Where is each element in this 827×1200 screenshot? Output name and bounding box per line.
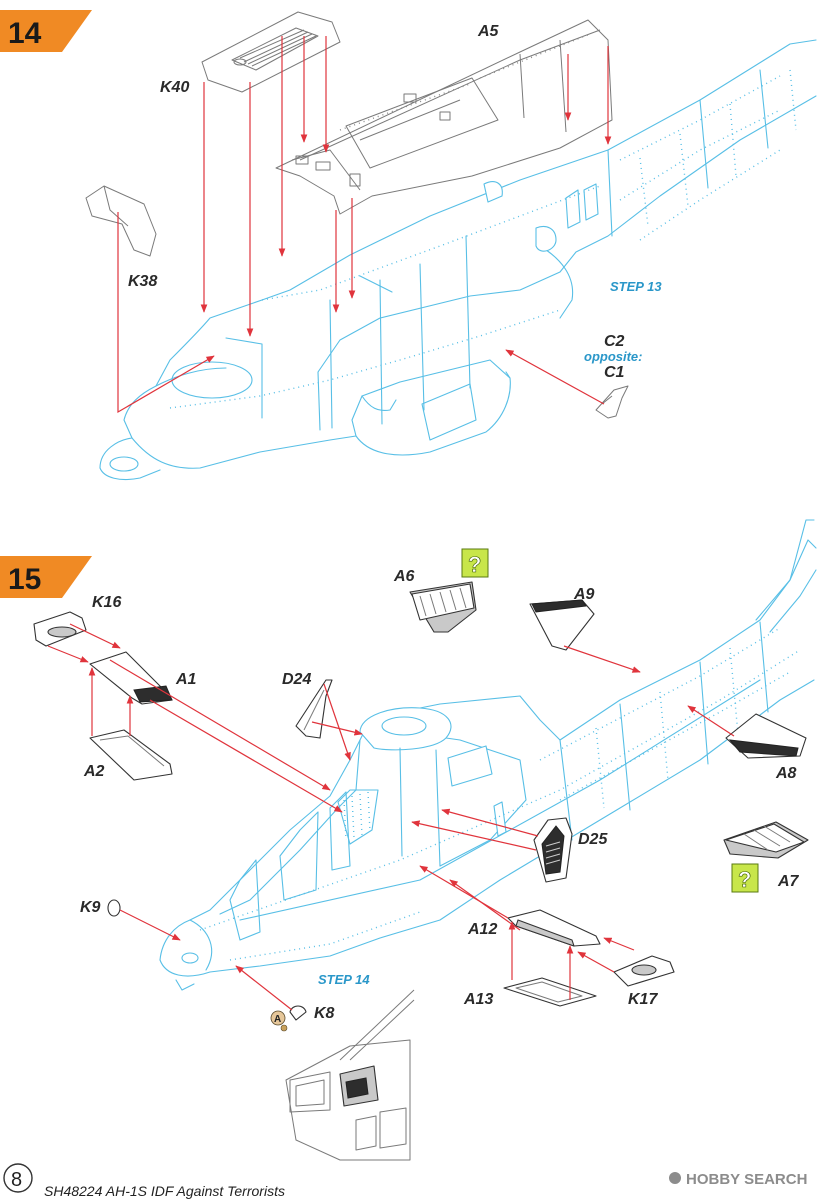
part-A1 [89,651,173,705]
label-A8: A8 [775,765,797,782]
step-15-number: 15 [8,563,41,596]
label-A7: A7 [777,873,800,890]
step-15-badge [0,556,92,598]
label-K40: K40 [160,79,189,96]
footer: 8 SH48224 AH-1S IDF Against Terrorists H… [3,1163,807,1199]
part-A2 [89,729,173,781]
attention-badge-A7: ? [731,863,759,893]
hobby-search-logo: HOBBY SEARCH [669,1171,807,1188]
step-14-fuselage [99,39,817,481]
label-A6: A6 [393,568,415,585]
part-A8 [725,713,807,759]
step-15-arrows [47,623,735,1011]
watermark-text: HOBBY SEARCH [686,1171,807,1188]
label-A2: A2 [83,763,105,780]
step-15: 15 [0,519,817,1161]
paint-callout-icon [270,1010,286,1026]
step-14-arrows [117,36,612,414]
part-A9 [529,599,595,651]
label-D25: D25 [578,831,608,848]
kit-title: SH48224 AH-1S IDF Against Terrorists [44,1183,285,1199]
part-K8: A [270,1005,307,1032]
paint-callout-letter: A [274,1014,281,1025]
attention-mark: ? [468,552,481,577]
attention-badge: ? [461,548,489,578]
step-14-number: 14 [8,17,42,50]
step-14-badge [0,10,92,52]
label-A12: A12 [467,921,497,938]
label-opposite: opposite: [584,349,643,364]
page-number: 8 [11,1169,22,1191]
label-A5: A5 [477,23,500,40]
part-D24 [295,679,333,739]
label-C2: C2 [604,333,625,350]
part-D25 [533,817,573,883]
step-14-reference: STEP 13 [610,279,662,294]
part-A6 [409,581,477,633]
part-K16 [33,611,87,647]
part-A5 [275,19,613,215]
label-K17: K17 [628,991,658,1008]
part-K9 [107,899,121,917]
part-C1 [595,385,629,419]
label-K9: K9 [80,899,101,916]
label-A1: A1 [175,671,197,688]
part-K40 [201,11,341,93]
inset-detail [285,989,415,1161]
attention-mark-A7: ? [738,867,751,892]
part-A13 [503,977,597,1007]
part-A7 [723,821,809,859]
label-K16: K16 [92,594,121,611]
label-A13: A13 [463,991,493,1008]
label-C1: C1 [604,364,625,381]
step-15-fuselage [159,519,817,991]
part-K38 [85,185,157,257]
label-A9: A9 [573,586,595,603]
part-K17 [613,955,675,987]
page-number-circle [3,1163,33,1193]
step-14: 14 [0,10,817,481]
step-15-reference: STEP 14 [318,972,370,987]
part-A12 [507,909,601,947]
label-K38: K38 [128,273,157,290]
label-K8: K8 [314,1005,335,1022]
label-D24: D24 [282,671,311,688]
